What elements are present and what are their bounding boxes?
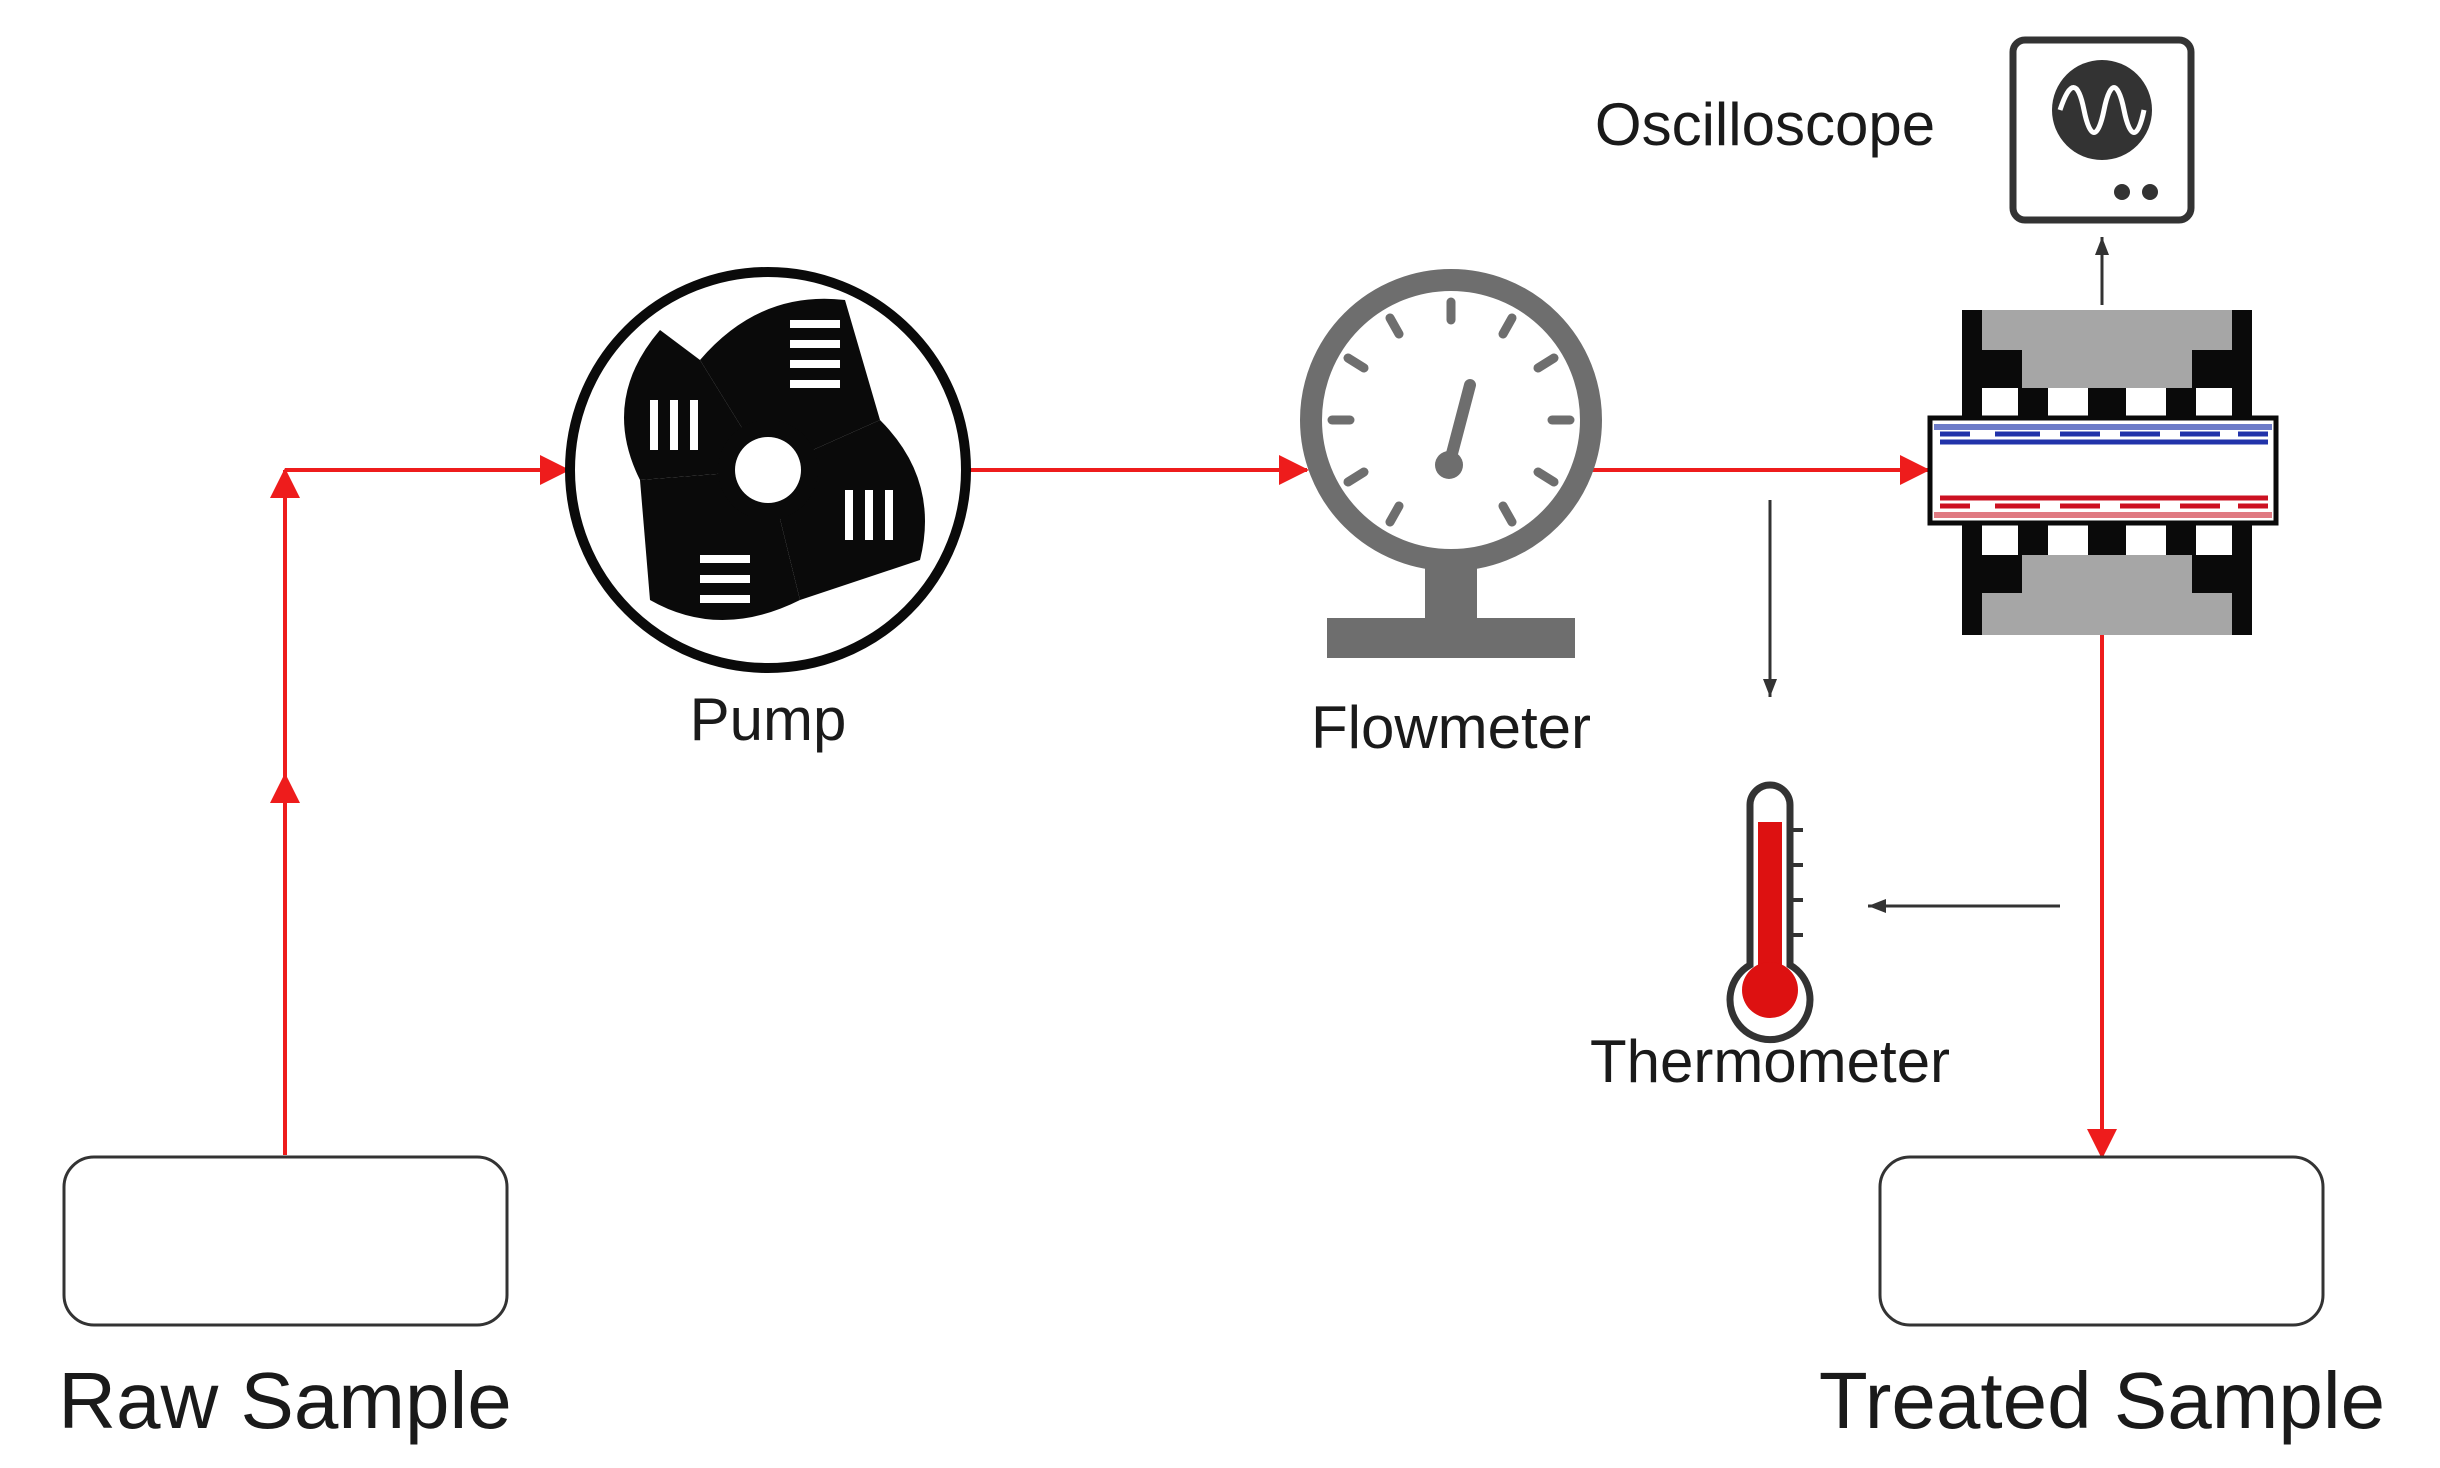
treated-sample-label: Treated Sample — [1819, 1356, 2385, 1445]
flowmeter-label: Flowmeter — [1311, 694, 1591, 761]
treatment-chamber-icon — [1927, 310, 2279, 635]
oscilloscope-label: Oscilloscope — [1595, 91, 1935, 158]
treated-sample-container — [1878, 1155, 2325, 1327]
oscilloscope-icon — [2009, 36, 2195, 224]
raw-sample-container — [62, 1155, 509, 1327]
flow-lines — [270, 455, 2117, 1159]
pump-label: Pump — [690, 686, 847, 753]
signal-lines — [1763, 237, 2109, 913]
raw-sample-label: Raw Sample — [58, 1356, 512, 1445]
thermometer-icon — [1726, 781, 1814, 1044]
pump-icon — [565, 267, 971, 673]
flowmeter-icon — [1300, 269, 1602, 658]
thermometer-label: Thermometer — [1590, 1028, 1950, 1095]
